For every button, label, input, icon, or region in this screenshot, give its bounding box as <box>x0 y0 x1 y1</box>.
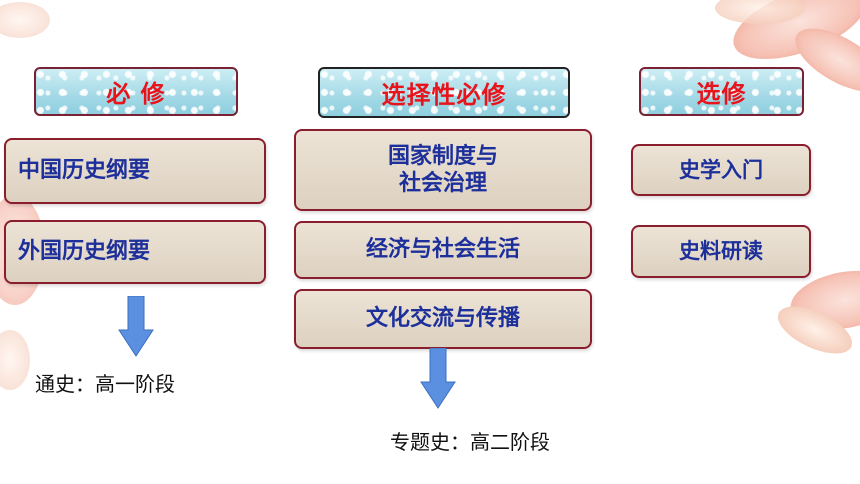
item-chinese-history-label: 中国历史纲要 <box>18 158 151 184</box>
down-arrow-icon <box>420 348 456 409</box>
item-chinese-history: 中国历史纲要 <box>4 138 266 204</box>
header-selective-required-label: 选择性必修 <box>381 81 507 109</box>
item-state-governance: 国家制度与 社会治理 <box>294 129 592 211</box>
item-state-governance-line2: 社会治理 <box>398 171 487 196</box>
header-elective: 选修 <box>639 67 804 116</box>
header-elective-label: 选修 <box>696 80 747 108</box>
item-state-governance-line1: 国家制度与 <box>387 143 498 169</box>
down-arrow-icon <box>118 296 154 357</box>
item-culture-exchange: 文化交流与传播 <box>294 289 592 349</box>
item-history-intro: 史学入门 <box>631 144 811 196</box>
item-source-reading-label: 史料研读 <box>679 239 763 264</box>
header-required-label: 必 修 <box>106 80 166 108</box>
item-economy-society: 经济与社会生活 <box>294 221 592 279</box>
item-culture-exchange-label: 文化交流与传播 <box>365 306 520 332</box>
caption-required: 通史：高一阶段 <box>35 372 175 396</box>
header-selective-required: 选择性必修 <box>318 67 570 118</box>
item-economy-society-label: 经济与社会生活 <box>365 237 520 263</box>
header-required: 必 修 <box>34 67 238 116</box>
item-foreign-history-label: 外国历史纲要 <box>18 239 151 265</box>
item-foreign-history: 外国历史纲要 <box>4 220 266 284</box>
item-source-reading: 史料研读 <box>631 225 811 278</box>
item-history-intro-label: 史学入门 <box>679 157 763 182</box>
caption-selective-required: 专题史：高二阶段 <box>390 430 550 454</box>
